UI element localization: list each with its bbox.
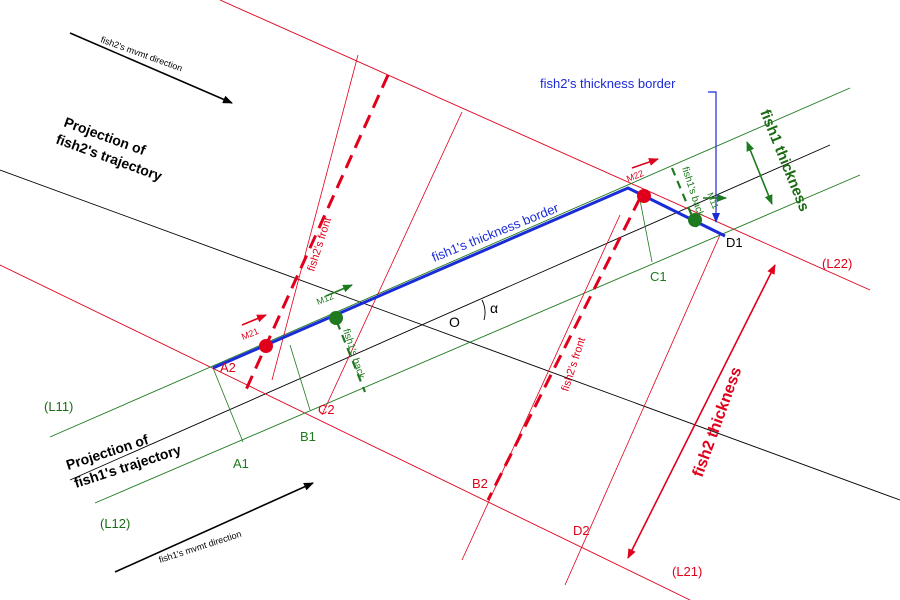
fish1-back-label-1: fish1's back bbox=[340, 328, 367, 382]
point-b2-label: B2 bbox=[472, 476, 488, 491]
fish1-mvmt-arrow bbox=[114, 482, 314, 573]
point-a1-label: A1 bbox=[233, 456, 249, 471]
m12-arrow bbox=[325, 284, 353, 297]
green-perp-C1 bbox=[639, 199, 653, 263]
fish2-thickness-border-pointer bbox=[708, 91, 720, 223]
fish2-mvmt-arrow bbox=[69, 32, 233, 104]
line-l11 bbox=[49, 87, 851, 438]
red-perp-2 bbox=[321, 111, 463, 416]
line-l22 bbox=[219, 0, 871, 291]
alpha-angle-arc bbox=[481, 299, 486, 321]
line-l11-label: (L11) bbox=[44, 399, 73, 414]
point-d1-label: D1 bbox=[726, 235, 743, 250]
green-perp-A1 bbox=[212, 367, 244, 443]
fish2-point-m21 bbox=[259, 339, 273, 353]
fish1-thickness-arrow bbox=[746, 141, 773, 205]
m12-label: M12 bbox=[315, 291, 335, 307]
fish2-front-dashed-1 bbox=[243, 74, 390, 393]
point-d2-label: D2 bbox=[573, 523, 590, 538]
point-c2-label: C2 bbox=[318, 402, 335, 417]
m21-arrow bbox=[241, 314, 267, 326]
fish2-front-label-1: fish2's front bbox=[305, 216, 334, 273]
fish1-point-m11 bbox=[688, 213, 702, 227]
fish1-thickness-border-line bbox=[212, 186, 726, 370]
fish1-thickness-label: fish1 thickness bbox=[756, 107, 812, 214]
fish1-back-dashed-1 bbox=[335, 321, 367, 393]
fish2-mvmt-label: fish2's mvmt direction bbox=[99, 34, 183, 73]
line-l21 bbox=[0, 264, 691, 600]
line-l12-label: (L12) bbox=[100, 516, 130, 531]
line-l21-label: (L21) bbox=[672, 564, 702, 579]
fish2-border-label: fish2's thickness border bbox=[540, 76, 676, 91]
point-b1-label: B1 bbox=[300, 429, 316, 444]
fish1-point-m12 bbox=[329, 311, 343, 325]
line-l22-label: (L22) bbox=[822, 256, 852, 271]
fish2-front-dashed-2 bbox=[486, 197, 642, 501]
point-o-label: O bbox=[449, 314, 460, 330]
fish1-back-dashed-2 bbox=[670, 167, 699, 229]
fish2-thickness-arrow bbox=[627, 264, 776, 559]
m22-arrow bbox=[631, 158, 659, 169]
point-c1-label: C1 bbox=[650, 269, 667, 284]
point-a2-label: A2 bbox=[220, 360, 236, 375]
line-l12 bbox=[94, 174, 861, 504]
green-perp-B1 bbox=[289, 344, 311, 411]
red-perp-1 bbox=[271, 54, 359, 381]
red-perp-3 bbox=[461, 214, 621, 561]
fish2-point-m22 bbox=[637, 189, 651, 203]
fish1-border-label: fish1's thickness border bbox=[430, 200, 562, 265]
fish1-trajectory-projection-line bbox=[69, 144, 831, 481]
angle-alpha-label: α bbox=[490, 300, 498, 316]
m21-label: M21 bbox=[240, 326, 260, 342]
fish2-thickness-label: fish2 thickness bbox=[690, 365, 746, 480]
